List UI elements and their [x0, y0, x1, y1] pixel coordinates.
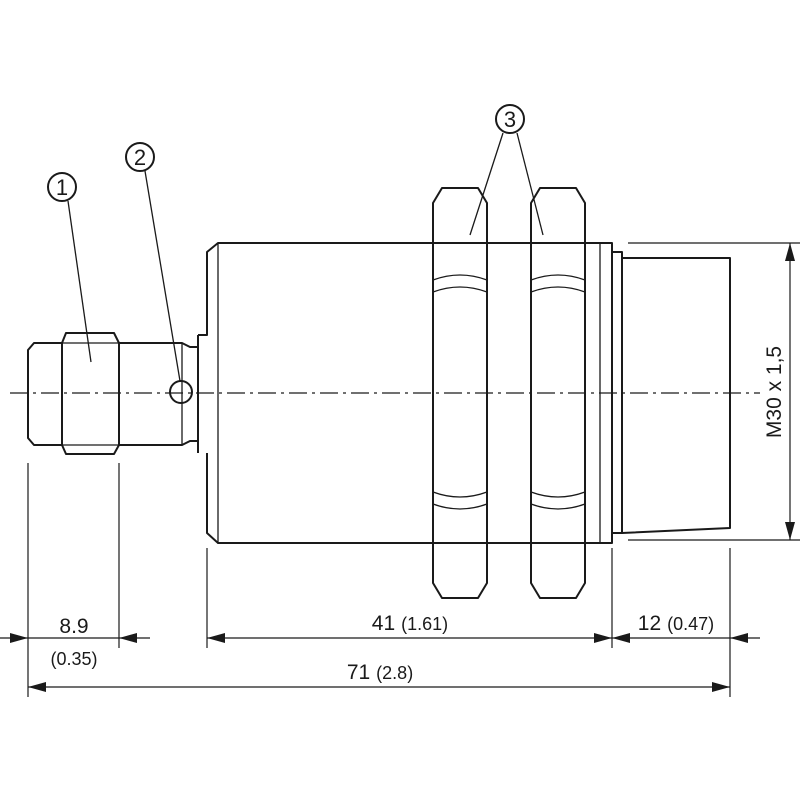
dimension-connector-inch: (0.35)	[50, 649, 97, 669]
dimension-sensor-face-value: 12	[638, 612, 661, 635]
sensor-housing	[198, 242, 613, 544]
dimension-sensor-face-length: 12 (0.47)	[612, 612, 760, 643]
dimension-connector-value: 8.9	[59, 615, 88, 638]
callout-3-label: 3	[504, 107, 516, 132]
callout-1-label: 1	[56, 175, 68, 200]
dimension-housing-inch: (1.61)	[401, 614, 448, 634]
callout-2: 2	[125, 142, 181, 382]
callout-3: 3	[469, 104, 544, 236]
dimension-sensor-face-text: 12 (0.47)	[638, 612, 714, 635]
mounting-nut-left	[432, 187, 488, 599]
led-indicator	[169, 380, 193, 404]
extension-lines	[27, 242, 800, 697]
sensing-face	[611, 251, 731, 534]
dimension-total-value: 71	[347, 661, 370, 684]
dimension-housing-length: 41 (1.61)	[207, 612, 612, 643]
dimension-total-length: 71 (2.8)	[28, 661, 730, 692]
callout-1: 1	[47, 172, 92, 363]
dimension-total-inch: (2.8)	[376, 663, 413, 683]
thread-label: M30 x 1,5	[763, 346, 786, 438]
connector-neck	[119, 335, 199, 453]
dimension-connector-length: 8.9 (0.35)	[0, 615, 150, 669]
dimension-thread: M30 x 1,5	[763, 243, 795, 540]
dimension-total-text: 71 (2.8)	[347, 661, 413, 684]
callout-2-label: 2	[134, 145, 146, 170]
dimension-sensor-face-inch: (0.47)	[667, 614, 714, 634]
mounting-nut-right	[530, 187, 586, 599]
dimension-housing-value: 41	[372, 612, 395, 635]
dimension-housing-text: 41 (1.61)	[372, 612, 448, 635]
